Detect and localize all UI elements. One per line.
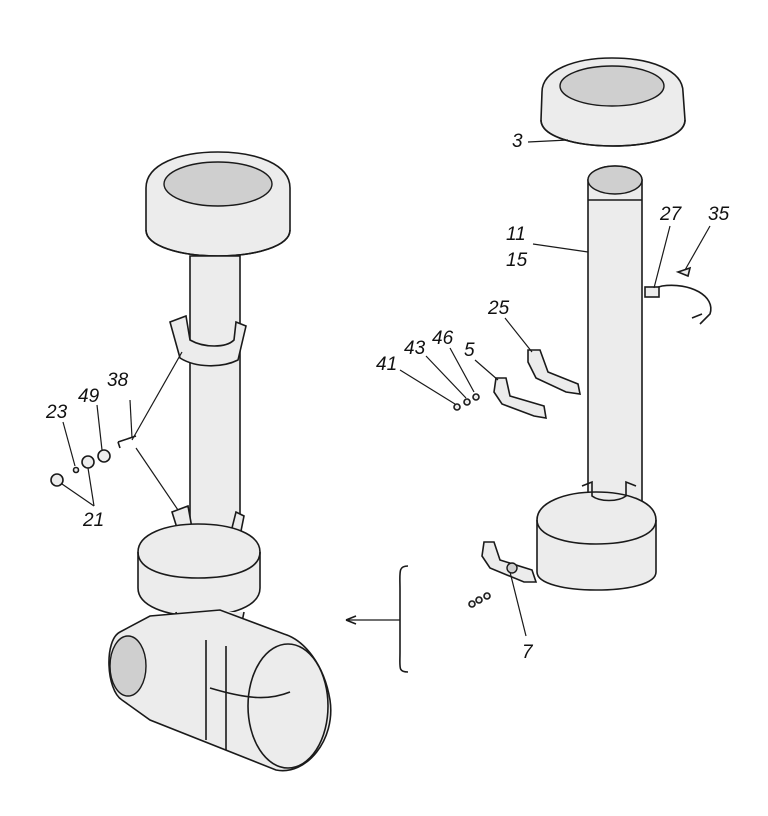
strap-bracket — [644, 266, 712, 325]
right-assembly — [453, 57, 712, 608]
left-top-cap — [145, 151, 291, 257]
callout-25: 25 — [487, 298, 510, 319]
callout-labels: 3 11 15 27 35 25 5 46 43 41 38 49 23 21 … — [45, 131, 730, 663]
fasteners-41-43-46 — [453, 393, 480, 411]
callout-27: 27 — [659, 204, 683, 225]
left-tube — [189, 255, 241, 541]
bracket-7 — [481, 541, 538, 583]
callout-7: 7 — [522, 642, 534, 663]
right-tube-clamp — [581, 480, 637, 502]
callout-11: 11 — [506, 224, 526, 245]
air-cleaner-housing — [108, 609, 332, 772]
bracket-7-hole — [506, 562, 518, 574]
left-lower-base — [137, 523, 261, 617]
right-lower-base — [536, 491, 657, 591]
fasteners-left — [50, 435, 137, 487]
callout-15: 15 — [506, 250, 528, 271]
callout-43: 43 — [404, 338, 426, 359]
bracket-25 — [527, 349, 582, 395]
callout-3: 3 — [512, 131, 523, 152]
left-upper-clamp — [169, 314, 247, 367]
callout-38: 38 — [107, 370, 129, 391]
left-assembly — [108, 151, 332, 772]
callout-5: 5 — [464, 340, 475, 361]
fasteners-bracket-7 — [468, 592, 491, 608]
bracket-5 — [493, 377, 547, 419]
leader-lines — [61, 139, 711, 637]
right-top-cap — [540, 57, 686, 147]
callout-35: 35 — [708, 204, 730, 225]
callout-49: 49 — [78, 386, 100, 407]
right-tube — [587, 165, 643, 521]
callout-46: 46 — [432, 328, 454, 349]
connection-arrow — [345, 565, 409, 673]
callout-21: 21 — [82, 510, 104, 531]
callout-41: 41 — [376, 354, 397, 375]
callout-23: 23 — [45, 402, 68, 423]
